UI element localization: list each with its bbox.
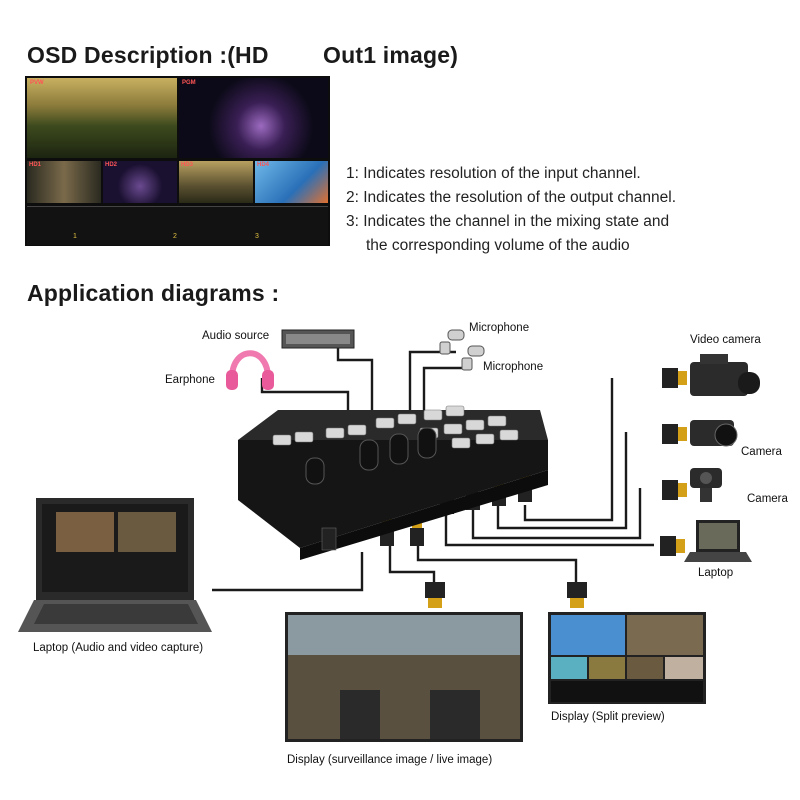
hd4-tag: HD4 bbox=[257, 162, 270, 168]
hd4-view: HD4 bbox=[255, 161, 328, 203]
video-camera-cable bbox=[523, 378, 614, 522]
label-laptop-right: Laptop bbox=[698, 567, 734, 579]
video-camera-device bbox=[690, 354, 760, 396]
hd1-view: HD1 bbox=[27, 161, 101, 203]
microphone-2-cable bbox=[422, 366, 470, 420]
audio-source-device bbox=[281, 329, 355, 349]
osd-note-3: 3: Indicates the channel in the mixing s… bbox=[346, 213, 670, 230]
usb-cable bbox=[212, 552, 364, 592]
hd3-tag: HD3 bbox=[181, 162, 194, 168]
hd2-tag: HD2 bbox=[105, 162, 118, 168]
app-title: Application diagrams : bbox=[27, 280, 280, 306]
osd-title-part2: Out1 image) bbox=[323, 42, 459, 68]
osd-note-2: 2: Indicates the resolution of the outpu… bbox=[346, 189, 677, 206]
osd-title-part1: OSD Description :(HD bbox=[27, 42, 269, 68]
label-camera-2: Camera bbox=[747, 493, 788, 505]
hd3-view: HD3 bbox=[179, 161, 253, 203]
pgm-tag: PGM bbox=[182, 80, 196, 86]
osd-status-strip: 1 2 3 bbox=[27, 206, 328, 245]
cables bbox=[212, 348, 654, 592]
label-video-camera: Video camera bbox=[690, 334, 761, 346]
microphone-devices bbox=[439, 329, 485, 371]
label-laptop-left: Laptop (Audio and video capture) bbox=[33, 642, 204, 654]
label-microphone-2: Microphone bbox=[483, 361, 544, 373]
camera-1-cable bbox=[496, 432, 628, 530]
pvw-view: PVW bbox=[27, 78, 177, 158]
hd2-view: HD2 bbox=[103, 161, 177, 203]
camera-1-device bbox=[690, 420, 738, 447]
label-microphone-1: Microphone bbox=[469, 322, 530, 334]
display-split-device bbox=[548, 612, 706, 704]
pvw-tag: PVW bbox=[30, 80, 44, 86]
hd1-tag: HD1 bbox=[29, 162, 42, 168]
video-switcher-device bbox=[238, 405, 548, 560]
camera-2-device bbox=[690, 468, 722, 502]
osd-preview-image: PVW PGM HD1 HD2 HD3 HD4 1 2 3 bbox=[25, 76, 330, 246]
label-earphone: Earphone bbox=[165, 374, 215, 386]
osd-note-1: 1: Indicates resolution of the input cha… bbox=[346, 165, 641, 182]
label-display-live: Display (surveillance image / live image… bbox=[287, 754, 493, 766]
laptop-left-device bbox=[18, 498, 212, 632]
audio-source-cable bbox=[336, 348, 374, 420]
osd-note-4: the corresponding volume of the audio bbox=[366, 237, 630, 254]
osd-number-1: 1 bbox=[73, 233, 77, 240]
camera-2-cable bbox=[471, 488, 642, 540]
display-live-device bbox=[285, 612, 523, 742]
display-split-cable bbox=[416, 545, 578, 592]
label-camera-1: Camera bbox=[741, 446, 782, 458]
osd-number-2: 2 bbox=[173, 233, 177, 240]
laptop-right-cable bbox=[444, 505, 654, 547]
label-display-split: Display (Split preview) bbox=[551, 711, 665, 723]
label-audio-source: Audio source bbox=[202, 330, 270, 342]
earphone-device bbox=[226, 350, 274, 390]
osd-number-3: 3 bbox=[255, 233, 259, 240]
pgm-view: PGM bbox=[179, 78, 328, 158]
laptop-right-device bbox=[684, 520, 752, 562]
